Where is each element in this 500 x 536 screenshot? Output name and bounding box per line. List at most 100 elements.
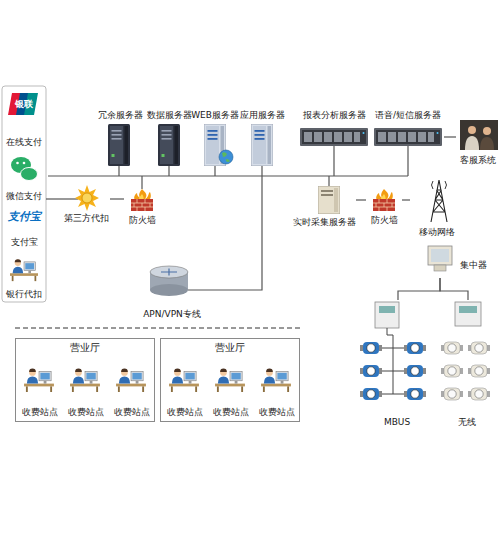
water-meter — [468, 388, 490, 400]
service-person — [480, 137, 494, 150]
water-meter — [360, 342, 382, 354]
station-icon — [169, 369, 199, 392]
node-label: WEB服务器 — [191, 110, 239, 121]
coin-icon — [82, 193, 92, 203]
firewall-node: 防火墙 — [124, 188, 160, 226]
node-label: 收费站点 — [259, 407, 295, 418]
service-photo — [460, 120, 498, 150]
water-meter — [404, 388, 426, 400]
logo-text: 银联 — [6, 98, 42, 110]
collector-display — [459, 306, 477, 313]
concentrator-monitor — [428, 246, 452, 265]
network-link — [440, 278, 468, 300]
server-node: 报表分析服务器 — [298, 110, 370, 148]
router-node: APN/VPN专线 — [134, 262, 210, 320]
node-label: 在线支付 — [6, 137, 42, 148]
network-link — [398, 278, 440, 300]
node-label: 收费站点 — [114, 407, 150, 418]
node-label: 收费站点 — [167, 407, 203, 418]
server-node: 数据服务器 — [146, 110, 192, 168]
concentrator-screen — [431, 249, 449, 262]
station-node: 收费站点 — [18, 360, 62, 418]
station-node: 收费站点 — [163, 360, 207, 418]
payment-line — [46, 198, 78, 199]
station-node: 收费站点 — [255, 360, 299, 418]
server-icon — [108, 124, 130, 166]
node-label: 报表分析服务器 — [303, 110, 366, 121]
node-label: 微信支付 — [6, 191, 42, 202]
meter-group: MBUS — [358, 300, 436, 428]
globe-land — [222, 152, 230, 162]
station-icon — [261, 369, 291, 392]
station-node: 收费站点 — [110, 360, 154, 418]
station-icon — [70, 369, 100, 392]
server-node: 实时采集服务器 — [292, 184, 356, 228]
water-meter — [360, 388, 382, 400]
rack-server-icon — [374, 128, 442, 146]
server-node: WEB服务器 — [192, 110, 238, 168]
payment-method: 银行代扣 — [4, 250, 44, 300]
service-person — [465, 136, 479, 150]
node-label: 收费站点 — [213, 407, 249, 418]
concentrator-node: 集中器 — [425, 244, 487, 278]
node-label: 防火墙 — [129, 215, 156, 226]
collector-box — [455, 302, 481, 326]
node-label: 数据服务器 — [147, 110, 192, 121]
collector-display — [379, 306, 395, 313]
water-meter — [468, 342, 490, 354]
station-icon — [215, 369, 245, 392]
water-meter — [360, 365, 382, 377]
hall-box: 营业厅收费站点收费站点收费站点 — [160, 338, 300, 422]
globe-icon — [219, 150, 233, 164]
firewall-node: 防火墙 — [366, 188, 402, 226]
node-label: 银行代扣 — [6, 289, 42, 300]
server-node: 语音/短信服务器 — [372, 110, 444, 148]
router-top — [150, 266, 188, 278]
network-link — [444, 136, 456, 137]
water-meter — [468, 365, 490, 377]
server-icon — [158, 124, 180, 166]
node-label: MBUS — [384, 417, 410, 428]
meter-group: 无线 — [438, 300, 496, 428]
router-body — [150, 284, 188, 296]
node-label: 客服系统 — [460, 155, 496, 166]
node-label: 应用服务器 — [240, 110, 285, 121]
bus-drop — [141, 176, 142, 189]
node-label: 冗余服务器 — [98, 110, 143, 121]
node-label: 移动网络 — [419, 227, 455, 238]
payment-frame — [2, 86, 46, 302]
rack-server-icon — [300, 128, 368, 146]
service-node: 客服系统 — [456, 118, 500, 166]
third-party-node: 第三方代扣 — [62, 184, 110, 224]
node-label: 收费站点 — [22, 407, 58, 418]
station-icon — [116, 369, 146, 392]
node-label: 无线 — [458, 417, 476, 428]
wechat-bubble — [21, 168, 38, 181]
hall-box: 营业厅收费站点收费站点收费站点 — [15, 338, 155, 422]
water-meter — [441, 388, 463, 400]
logo-text: 支付宝 — [4, 211, 44, 223]
wechat-eye — [23, 162, 26, 165]
concentrator-base — [434, 265, 446, 271]
node-label: 第三方代扣 — [64, 213, 109, 224]
wechat-eye — [16, 162, 19, 165]
node-label: 营业厅 — [70, 342, 100, 353]
node-label: 收费站点 — [68, 407, 104, 418]
bank-icon — [10, 259, 38, 281]
water-meter — [404, 342, 426, 354]
network-link — [110, 198, 124, 199]
third-party-icon — [75, 185, 99, 211]
divider-dashed — [15, 328, 300, 329]
service-person — [483, 127, 491, 135]
station-node: 收费站点 — [209, 360, 253, 418]
network-link — [402, 199, 410, 200]
water-meter — [441, 365, 463, 377]
node-label: 集中器 — [460, 260, 487, 271]
private-line — [188, 176, 262, 290]
node-label: 支付宝 — [11, 237, 38, 248]
node-label: APN/VPN专线 — [143, 309, 201, 320]
server-node: 应用服务器 — [238, 110, 286, 168]
water-meter — [441, 342, 463, 354]
bus-drop — [119, 146, 408, 176]
